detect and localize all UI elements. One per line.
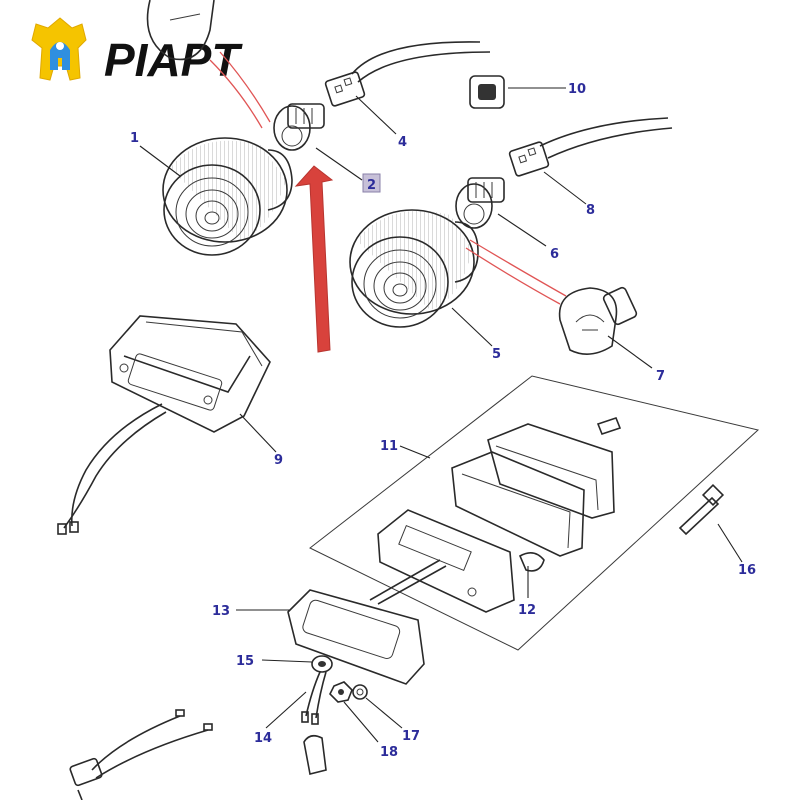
label-9: 9 <box>274 453 283 468</box>
part-labels: 1 2 4 5 6 7 8 9 10 11 12 13 14 15 16 17 … <box>130 82 756 760</box>
label-11: 11 <box>380 439 398 454</box>
label-1: 1 <box>130 131 139 146</box>
brand-logo: PIAPT <box>31 17 243 86</box>
part-6-bulb-holder <box>455 177 505 229</box>
part-7-bulb <box>558 286 638 355</box>
part-16-bolt <box>678 483 725 536</box>
label-5: 5 <box>492 347 501 362</box>
part-11-kit-outline <box>309 375 760 651</box>
part-14-wire-leads <box>301 671 327 725</box>
label-13: 13 <box>212 604 230 619</box>
label-6: 6 <box>550 247 559 262</box>
part-17-washer <box>352 684 368 700</box>
leader-lines <box>139 87 743 743</box>
pointer-arrow <box>294 165 334 353</box>
part-15-grommet <box>311 655 333 673</box>
bulb-partial-top <box>146 0 271 129</box>
part-18-nut <box>329 681 353 703</box>
label-14: 14 <box>254 731 272 746</box>
label-16: 16 <box>738 563 756 578</box>
label-15: 15 <box>236 654 254 669</box>
label-8: 8 <box>586 203 595 218</box>
label-10: 10 <box>568 82 586 97</box>
part-4-connector <box>324 41 491 107</box>
part-5-lamp <box>349 209 567 328</box>
part-9-lamp-housing <box>57 315 271 535</box>
wiring-harness <box>69 709 213 800</box>
part-1-lamp <box>162 137 293 256</box>
part-10-grommet <box>469 75 505 109</box>
label-7: 7 <box>656 369 665 384</box>
part-2-bulb-holder <box>273 103 325 151</box>
logo-icon <box>31 17 87 81</box>
part-13-lamp-base <box>287 559 447 685</box>
label-2: 2 <box>367 178 376 193</box>
label-17: 17 <box>402 729 420 744</box>
brand-name: PIAPT <box>104 34 243 86</box>
label-18: 18 <box>380 745 398 760</box>
highlight-box-part-2 <box>362 173 381 193</box>
part-8-connector <box>508 117 673 177</box>
part-12-bulb <box>303 734 327 775</box>
label-12: 12 <box>518 603 536 618</box>
label-4: 4 <box>398 135 407 150</box>
